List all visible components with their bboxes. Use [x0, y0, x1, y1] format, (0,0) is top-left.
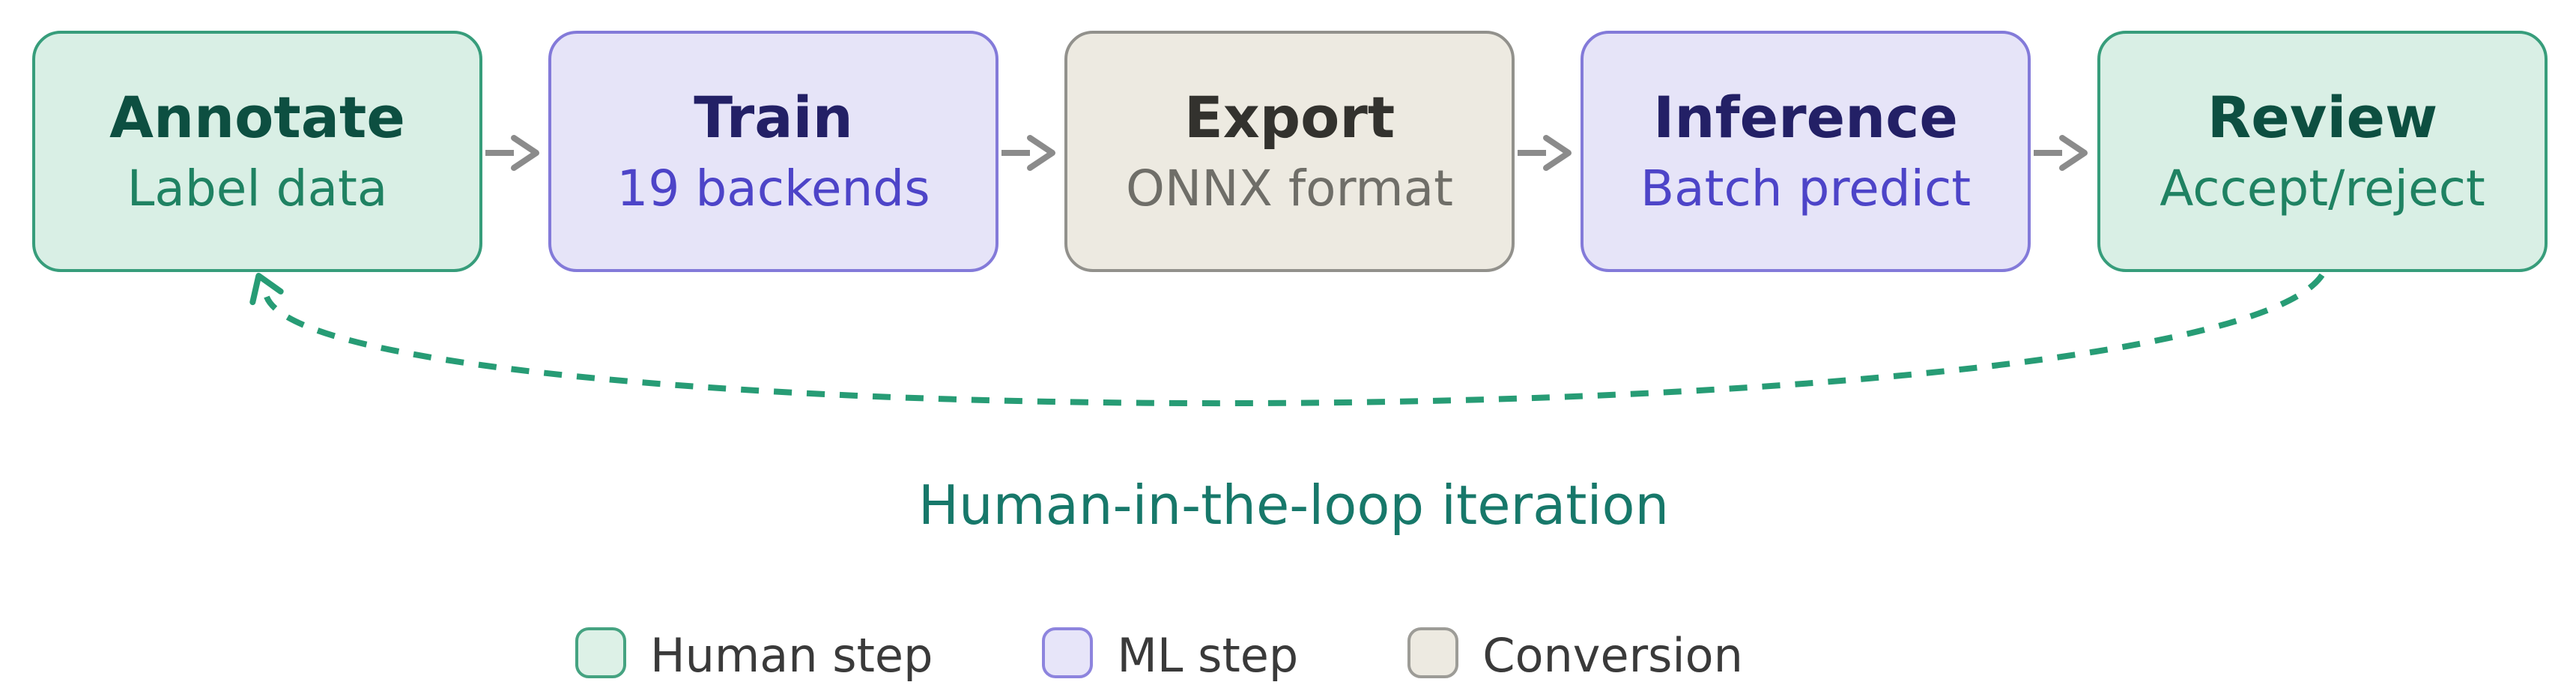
step-box-export: Export ONNX format [1064, 31, 1515, 272]
legend-label: Conversion [1482, 628, 1743, 683]
legend: Human step ML step Conversion [575, 622, 1743, 683]
legend-item-human: Human step [575, 622, 933, 683]
loop-label: Human-in-the-loop iteration [918, 474, 1670, 537]
step-subtitle: Batch predict [1640, 160, 1972, 218]
legend-item-conversion: Conversion [1407, 622, 1743, 683]
step-subtitle: 19 backends [616, 160, 930, 218]
step-subtitle: ONNX format [1125, 160, 1454, 218]
legend-label: Human step [650, 628, 933, 683]
ml-step-swatch-icon [1042, 627, 1094, 678]
step-box-train: Train 19 backends [548, 31, 998, 272]
step-title: Review [2207, 84, 2438, 151]
conversion-swatch-icon [1407, 627, 1459, 678]
legend-item-ml: ML step [1042, 622, 1298, 683]
feedback-loop-arrow [249, 273, 2325, 407]
step-box-review: Review Accept/reject [2097, 31, 2548, 272]
step-box-annotate: Annotate Label data [32, 31, 482, 272]
step-title: Export [1184, 84, 1395, 151]
step-title: Annotate [109, 84, 405, 151]
step-title: Train [694, 84, 853, 151]
step-box-inference: Inference Batch predict [1581, 31, 2031, 272]
human-step-swatch-icon [575, 627, 626, 678]
step-title: Inference [1653, 84, 1958, 151]
step-subtitle: Accept/reject [2160, 160, 2485, 218]
legend-label: ML step [1117, 628, 1299, 683]
step-subtitle: Label data [127, 160, 388, 218]
